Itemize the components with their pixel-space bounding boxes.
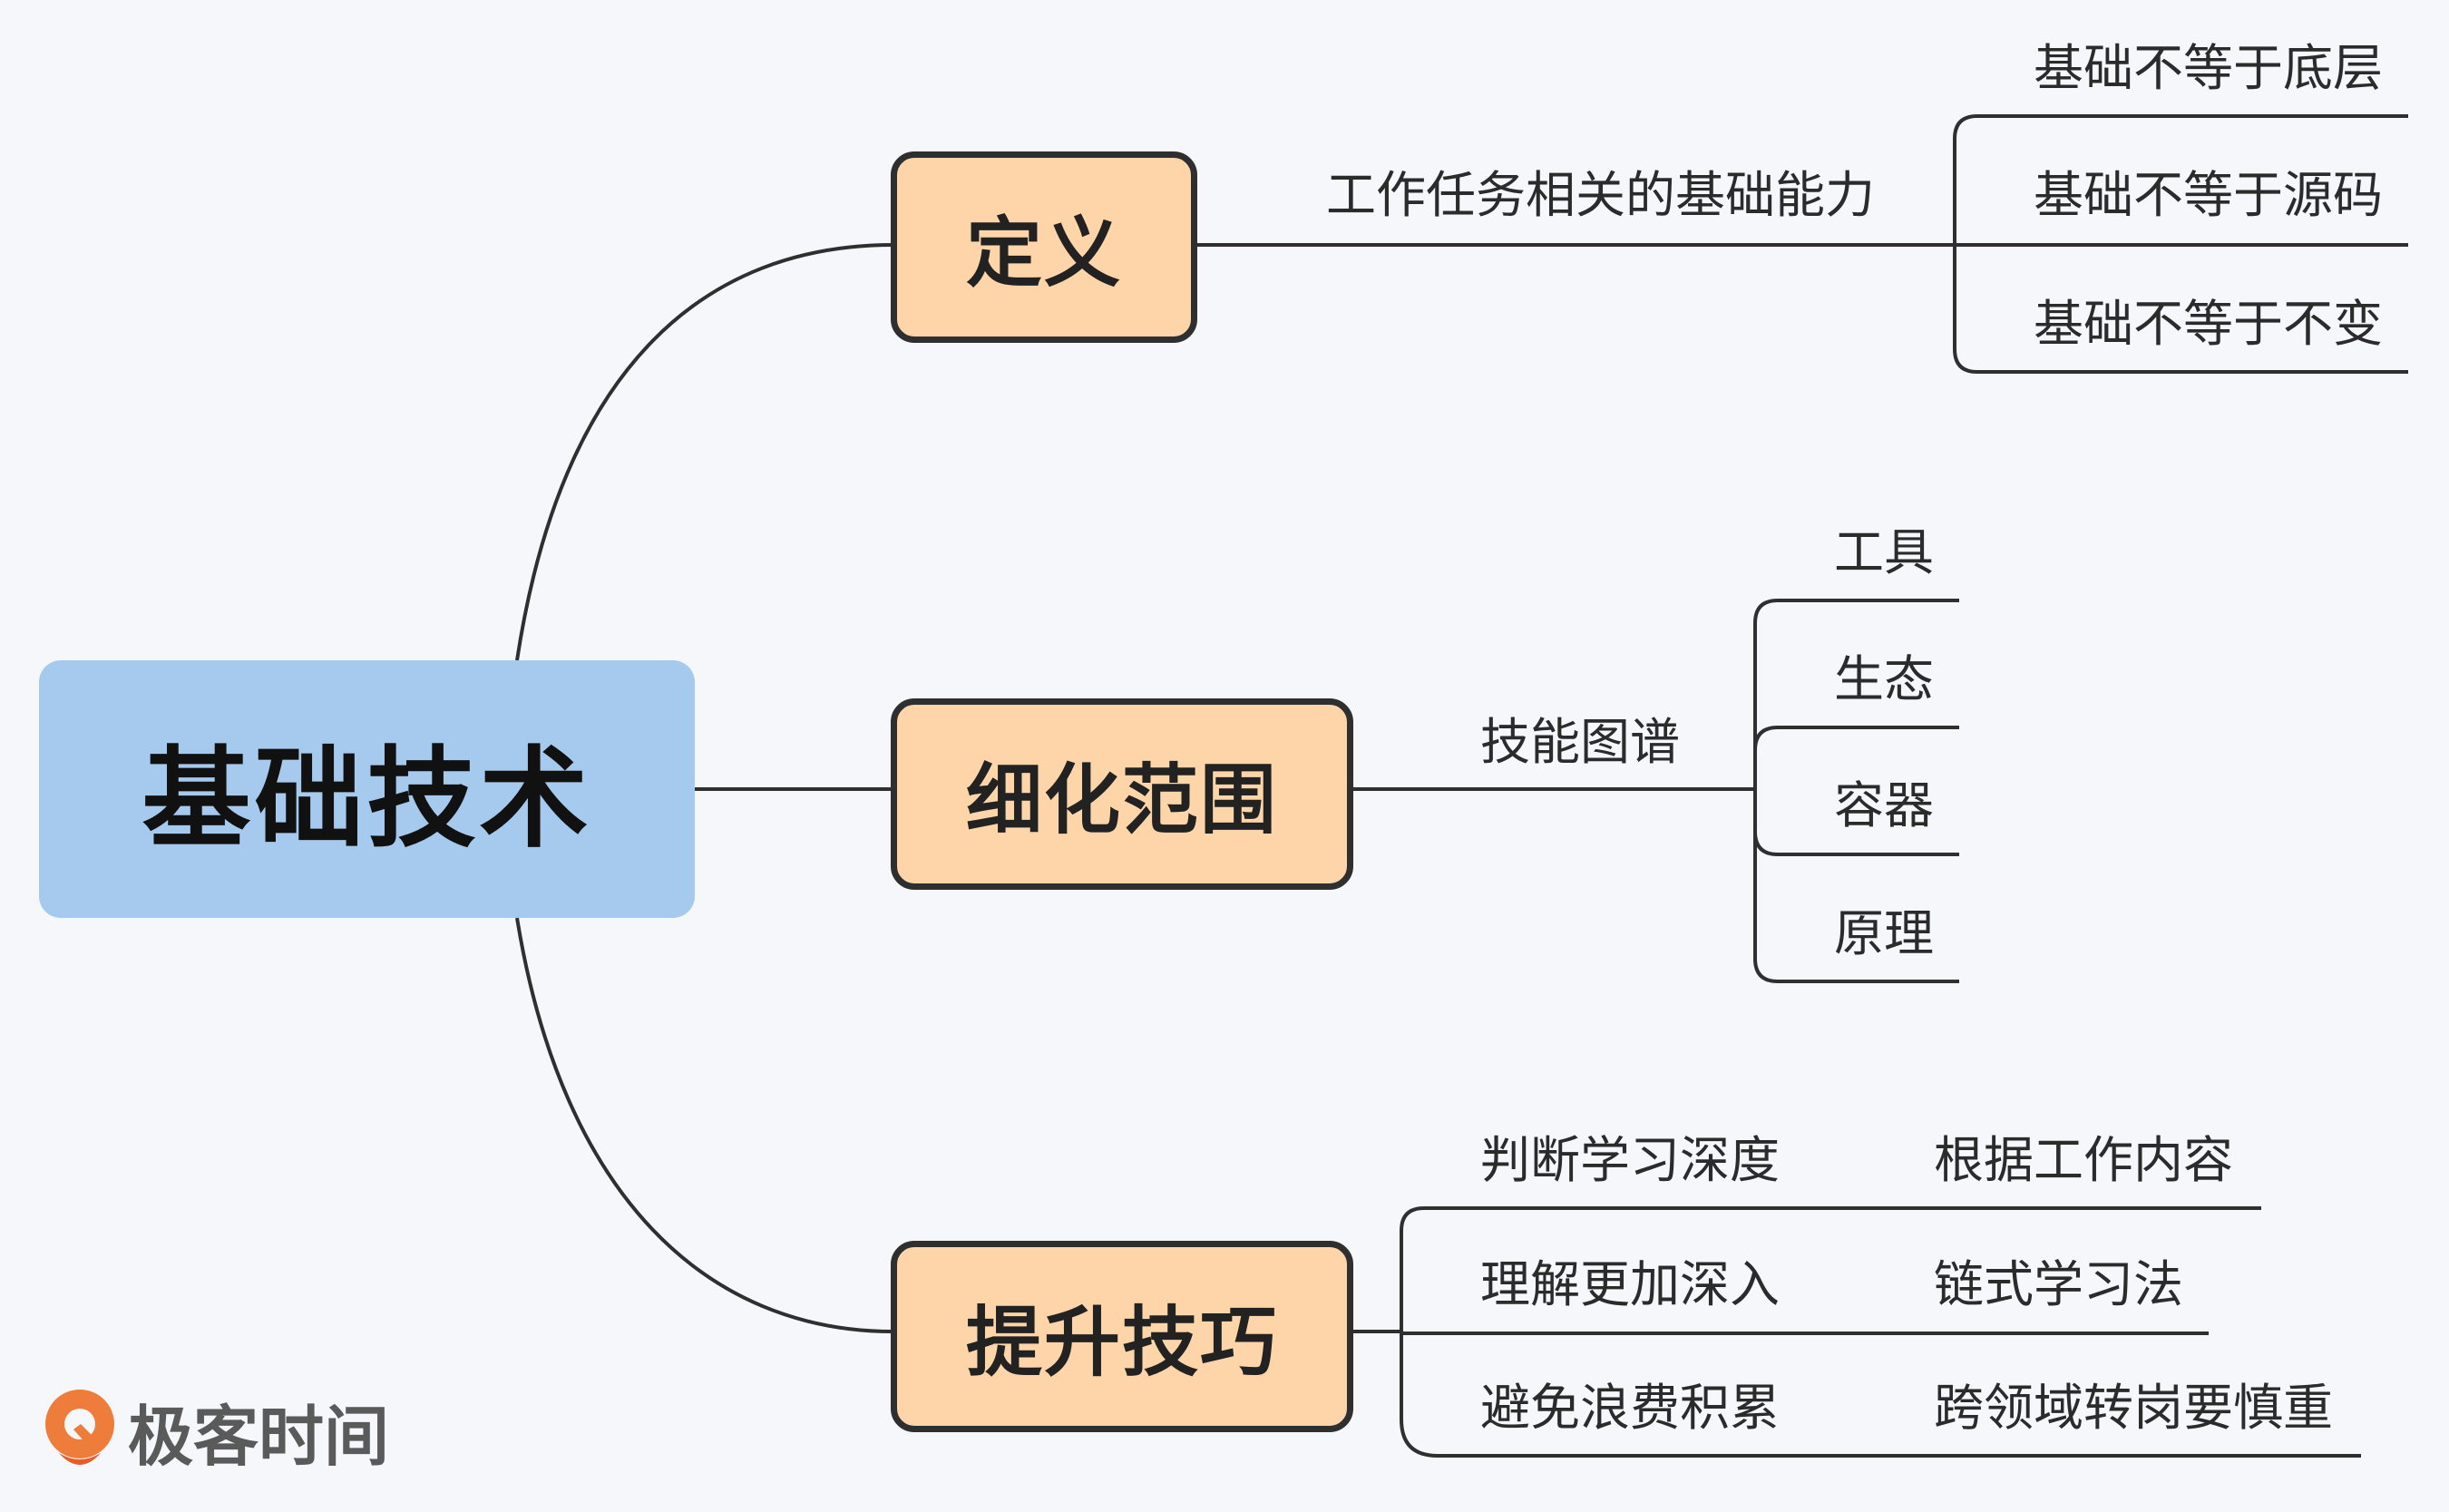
brand-logo: 极客时间: [41, 1383, 389, 1478]
tips-item: 避免浪费积累: [1480, 1379, 1781, 1437]
connector-definition-leaves: [1953, 114, 2408, 374]
root-node-label: 基础技术: [141, 736, 592, 863]
branch-node-definition: 定义: [891, 151, 1197, 343]
definition-leaf: 基础不等于源码: [2034, 166, 2384, 224]
scope-subtopic: 技能图谱: [1480, 713, 1681, 771]
connector-root-tips: [515, 917, 894, 1333]
scope-leaf: 原理: [1834, 904, 1935, 962]
definition-subtopic: 工作任务相关的基础能力: [1326, 166, 1876, 224]
scope-leaf: 容器: [1834, 776, 1935, 834]
scope-leaf: 工具: [1834, 523, 1935, 581]
root-node: 基础技术: [39, 660, 695, 918]
branch-node-scope: 细化范围: [891, 698, 1353, 890]
branch-node-label: 提升技巧: [965, 1298, 1278, 1387]
geektime-logo-icon: [45, 1389, 114, 1465]
tips-item-detail: 链式学习法: [1934, 1255, 2184, 1313]
branch-node-label: 细化范围: [965, 756, 1278, 844]
tips-item-detail: 根据工作内容: [1934, 1131, 2234, 1189]
definition-leaf: 基础不等于不变: [2034, 295, 2384, 353]
connector-scope-leaves: [1753, 599, 1959, 983]
tips-item-detail: 跨领域转岗要慎重: [1934, 1379, 2334, 1437]
connector-tips-items: [1351, 1206, 2361, 1458]
tips-item: 判断学习深度: [1480, 1131, 1781, 1189]
branch-node-label: 定义: [965, 209, 1122, 298]
definition-leaf: 基础不等于底层: [2034, 39, 2384, 97]
connector-root-definition: [515, 243, 894, 661]
branch-node-tips: 提升技巧: [891, 1241, 1353, 1432]
tips-item: 理解更加深入: [1480, 1255, 1781, 1313]
scope-leaf: 生态: [1834, 650, 1935, 708]
brand-name: 极客时间: [128, 1399, 390, 1475]
